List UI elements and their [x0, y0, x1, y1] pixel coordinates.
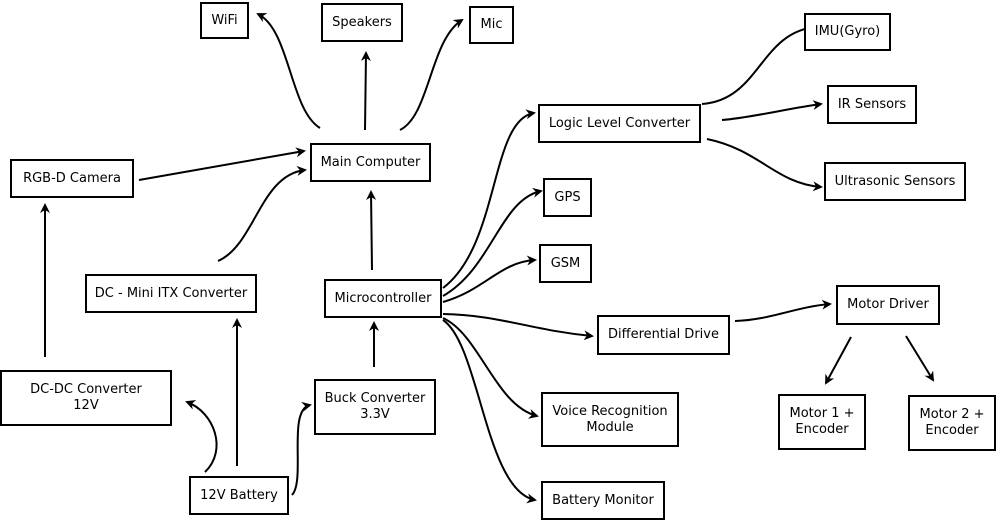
arrow-logic-level-converter-to-ultrasonic-sensors	[706, 138, 823, 192]
arrow-microcontroller-to-main-computer	[366, 190, 377, 271]
arrow-main-computer-to-speakers	[360, 51, 371, 131]
node-mic: Mic	[469, 6, 514, 44]
arrow-motor-driver-to-motor2	[905, 335, 935, 382]
node-main-computer: Main Computer	[310, 143, 431, 182]
node-wifi: WiFi	[200, 2, 249, 39]
arrow-main-computer-to-wifi	[256, 13, 321, 129]
node-12v-battery: 12V Battery	[189, 476, 289, 515]
node-speakers: Speakers	[321, 3, 403, 42]
arrow-microcontroller-to-battery-monitor	[442, 319, 537, 504]
arrow-dc-mini-itx-to-main-computer	[217, 165, 307, 262]
node-gps: GPS	[543, 178, 592, 217]
node-ir-sensors: IR Sensors	[827, 85, 917, 124]
arrow-logic-level-converter-to-ir-sensors	[721, 100, 823, 121]
node-imu-gyro: IMU(Gyro)	[804, 13, 891, 51]
node-gsm: GSM	[539, 244, 592, 283]
node-buck-converter: Buck Converter 3.3V	[314, 379, 436, 435]
node-motor-2-encoder: Motor 2 + Encoder	[908, 395, 996, 451]
arrow-battery-12v-to-dc-dc-converter	[185, 400, 218, 473]
arrow-differential-drive-to-motor-driver	[734, 299, 832, 322]
arrow-motor-driver-to-motor1	[825, 336, 852, 385]
node-voice-recognition-module: Voice Recognition Module	[541, 392, 679, 447]
node-dc-mini-itx-converter: DC - Mini ITX Converter	[85, 274, 257, 313]
arrow-microcontroller-to-logic-level-converter	[442, 109, 536, 289]
arrow-main-computer-to-mic	[399, 18, 464, 131]
node-motor-driver: Motor Driver	[836, 285, 940, 325]
node-battery-monitor: Battery Monitor	[541, 481, 665, 520]
node-motor-1-encoder: Motor 1 + Encoder	[778, 394, 866, 450]
arrow-rgbd-camera-to-main-computer	[138, 147, 306, 181]
arrow-battery-12v-to-buck-converter	[291, 401, 312, 496]
node-differential-drive: Differential Drive	[597, 315, 730, 355]
arrow-logic-level-converter-to-imu	[701, 22, 818, 105]
arrow-microcontroller-to-voice-recognition	[442, 317, 539, 419]
arrow-microcontroller-to-gps	[442, 187, 543, 297]
node-dc-dc-converter: DC-DC Converter 12V	[0, 370, 172, 426]
node-rgbd-camera: RGB-D Camera	[10, 159, 134, 198]
arrow-microcontroller-to-differential-drive	[442, 313, 594, 341]
node-logic-level-converter: Logic Level Converter	[538, 104, 701, 143]
arrow-microcontroller-to-gsm	[442, 255, 537, 303]
node-ultrasonic-sensors: Ultrasonic Sensors	[824, 162, 966, 201]
node-microcontroller: Microcontroller	[324, 279, 442, 318]
